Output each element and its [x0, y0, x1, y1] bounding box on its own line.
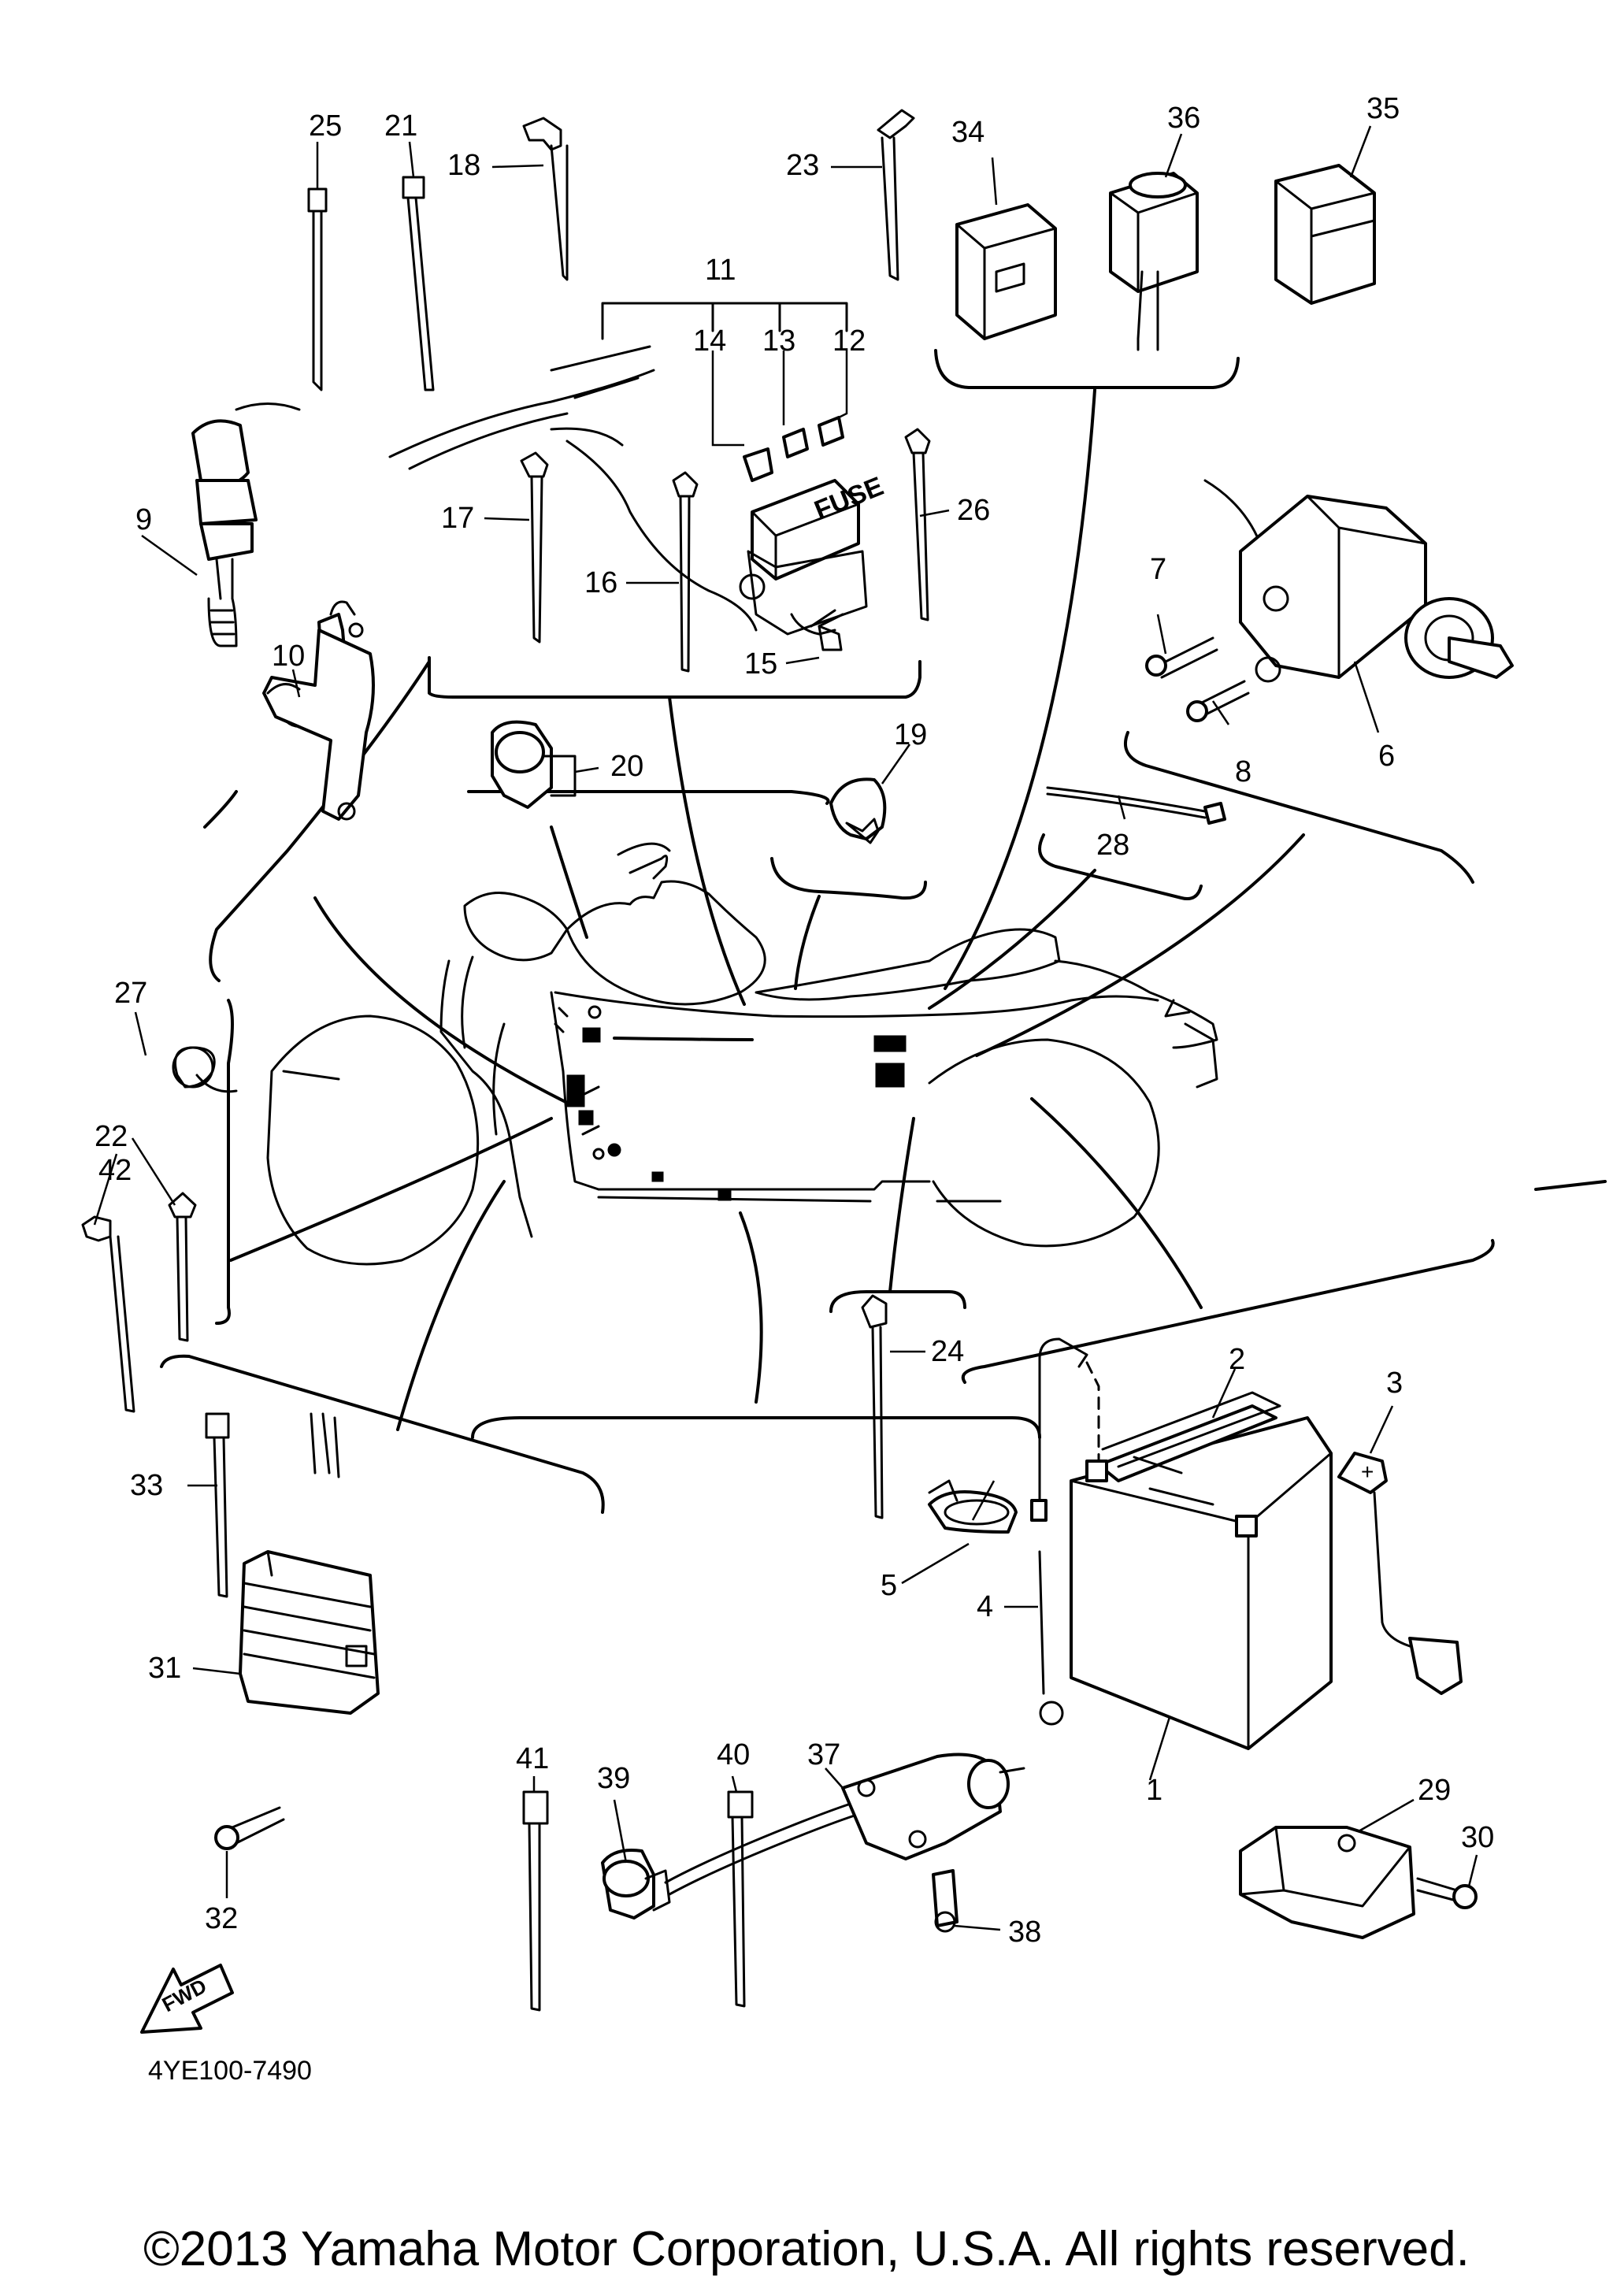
callout-13: 13	[762, 325, 795, 358]
callout-39: 39	[597, 1762, 630, 1795]
callout-29: 29	[1418, 1774, 1451, 1807]
cable-ties	[81, 109, 931, 2012]
callout-33: 33	[130, 1469, 163, 1502]
callout-10: 10	[272, 640, 305, 673]
callout-37: 37	[807, 1738, 840, 1771]
relays	[955, 164, 1376, 352]
callout-9: 9	[135, 503, 152, 536]
callout-19: 19	[894, 718, 927, 751]
callout-40: 40	[717, 1738, 750, 1771]
callout-11: 11	[705, 254, 736, 287]
callout-34: 34	[951, 116, 984, 149]
clamps	[172, 720, 1226, 1093]
callout-23: 23	[786, 149, 819, 182]
rectifier-regulator	[214, 1412, 380, 1850]
callout-22: 22	[95, 1120, 128, 1153]
callout-28: 28	[1096, 829, 1129, 862]
callout-5: 5	[881, 1569, 897, 1602]
fuse-box-assembly	[388, 302, 868, 651]
callout-21: 21	[384, 109, 417, 143]
group-brackets	[160, 349, 1607, 1514]
leader-lines	[93, 125, 1478, 1931]
drawing-code: 4YE100-7490	[148, 2056, 312, 2086]
callout-27: 27	[114, 977, 147, 1010]
battery-plus-label: +	[1361, 1460, 1374, 1484]
callout-30: 30	[1461, 1821, 1494, 1854]
callout-6: 6	[1378, 740, 1395, 773]
callout-32: 32	[205, 1902, 238, 1935]
callout-42: 42	[98, 1154, 132, 1187]
callout-3: 3	[1386, 1367, 1403, 1400]
motorcycle-outline	[266, 842, 1218, 1266]
callout-16: 16	[584, 566, 617, 599]
callout-25: 25	[309, 109, 342, 143]
starter-relay	[1239, 1826, 1478, 1939]
callout-8: 8	[1235, 755, 1251, 788]
callout-36: 36	[1167, 102, 1200, 135]
copyright-notice: ©2013 Yamaha Motor Corporation, U.S.A. A…	[143, 2222, 1470, 2276]
callout-38: 38	[1008, 1916, 1041, 1949]
callout-17: 17	[441, 502, 474, 535]
callout-1: 1	[1146, 1774, 1162, 1807]
horn	[191, 402, 375, 821]
battery-group	[928, 1337, 1463, 1750]
callout-14: 14	[693, 325, 726, 358]
callout-41: 41	[516, 1742, 549, 1775]
callout-15: 15	[744, 647, 777, 681]
callout-24: 24	[931, 1335, 964, 1368]
callout-20: 20	[610, 750, 643, 783]
callout-4: 4	[977, 1590, 993, 1623]
callout-2: 2	[1229, 1343, 1245, 1376]
connection-leaders	[229, 388, 1305, 1431]
callout-31: 31	[148, 1652, 181, 1685]
callout-26: 26	[957, 494, 990, 527]
main-switch	[1145, 479, 1514, 722]
callout-labels: 1 2 3 4 5 6 7 8 9 10 11 12 13 14 15 16 1…	[95, 92, 1494, 1949]
fwd-arrow	[140, 1964, 234, 2034]
callout-12: 12	[832, 325, 866, 358]
callout-35: 35	[1366, 92, 1400, 125]
callout-18: 18	[447, 149, 480, 182]
lower-center-group	[601, 1753, 1025, 1933]
callout-7: 7	[1150, 553, 1166, 586]
